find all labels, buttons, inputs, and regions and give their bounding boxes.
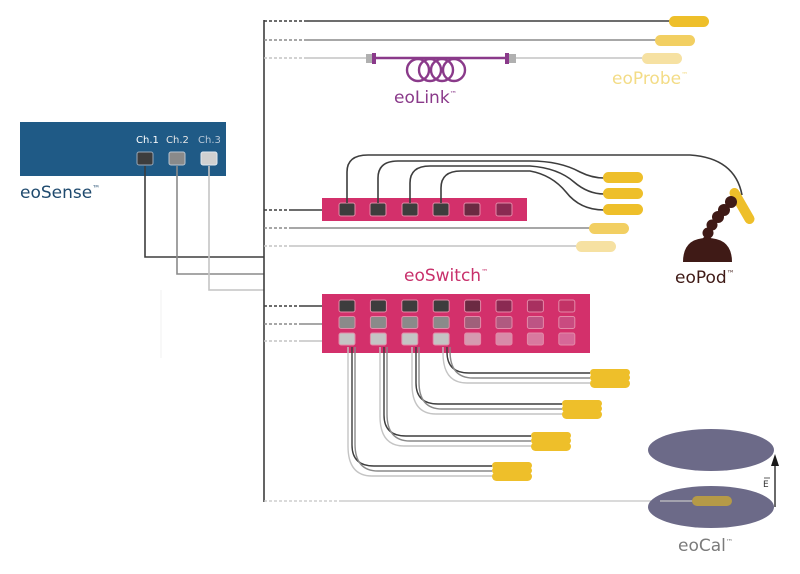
eoprobe-tips [642,16,709,64]
eocal-bottom-plate [648,486,774,528]
probe-bundles [492,369,630,481]
eosense-box [20,122,226,176]
switch-port[interactable] [432,299,450,313]
eosense-cables [144,166,264,358]
fiber-coil-icon [405,57,467,83]
switch-port [432,202,450,217]
eoprobe-lines [264,20,670,59]
eopod-label: eoPod™ [675,268,735,288]
eoswitch-label: eoSwitch™ [404,266,488,286]
switch-port [463,202,481,217]
eoswitch-large-box [322,294,590,353]
switch-port[interactable] [401,299,419,313]
switch-port[interactable] [432,332,450,346]
channel-1-port[interactable] [136,151,154,166]
eolink-fiber: eoLink™ [366,53,516,108]
channel-2-port[interactable] [168,151,186,166]
ch2-cable [176,166,264,275]
switch-port[interactable] [338,316,356,329]
switch-port[interactable] [495,316,513,329]
switch-port[interactable] [401,316,419,329]
eopod-unit: eoPod™ [675,188,755,288]
probe-tip [576,241,616,252]
probe-tip [655,35,695,46]
switch-port[interactable] [338,332,356,346]
probe-tip [729,188,755,224]
switch-port[interactable] [464,316,482,329]
switch-port[interactable] [432,316,450,329]
eolink-label: eoLink™ [394,88,457,108]
eopod-base [683,238,732,262]
channel-1-label: Ch.1 [136,135,159,146]
switch-port[interactable] [495,332,513,346]
switch-port [369,202,387,217]
probe-tip [642,53,682,64]
eosense-label: eoSense™ [20,183,100,203]
probe-tip [603,172,643,183]
switch-port[interactable] [369,332,387,346]
switch-port [338,202,356,217]
eocal-label: eoCal™ [678,536,733,556]
probe-tip [603,188,643,199]
switch-port [495,202,513,217]
probe-tip [669,16,709,27]
switch-port[interactable] [495,299,513,313]
eocal-unit: E eoCal™ [264,429,779,556]
switch-port[interactable] [526,299,544,313]
switch-port[interactable] [369,299,387,313]
switch-port[interactable] [464,332,482,346]
switch-port[interactable] [369,316,387,329]
switch-port[interactable] [558,332,576,346]
switch-port[interactable] [558,299,576,313]
switch-port[interactable] [558,316,576,329]
channel-3-port[interactable] [200,151,218,166]
switch-port[interactable] [526,332,544,346]
switch-port[interactable] [338,299,356,313]
probe-tip [603,204,643,215]
arrow-head-icon [771,454,779,466]
switch-port [401,202,419,217]
eoswitch-large [264,294,630,481]
switch-port[interactable] [401,332,419,346]
switch-port[interactable] [464,299,482,313]
probe-tip [692,496,732,506]
field-label: E [763,480,769,490]
channel-3-label: Ch.3 [198,135,221,146]
eoprobe-label: eoProbe™ [612,69,688,89]
eosense-unit: Ch.1 Ch.2 Ch.3 eoSense™ [20,122,226,203]
probe-tip [589,223,629,234]
ch3-cable [208,166,264,291]
ch1-cable [144,166,264,258]
eoswitch-small [264,154,743,252]
switch-port[interactable] [526,316,544,329]
eocal-top-plate [648,429,774,471]
channel-2-label: Ch.2 [166,135,189,146]
